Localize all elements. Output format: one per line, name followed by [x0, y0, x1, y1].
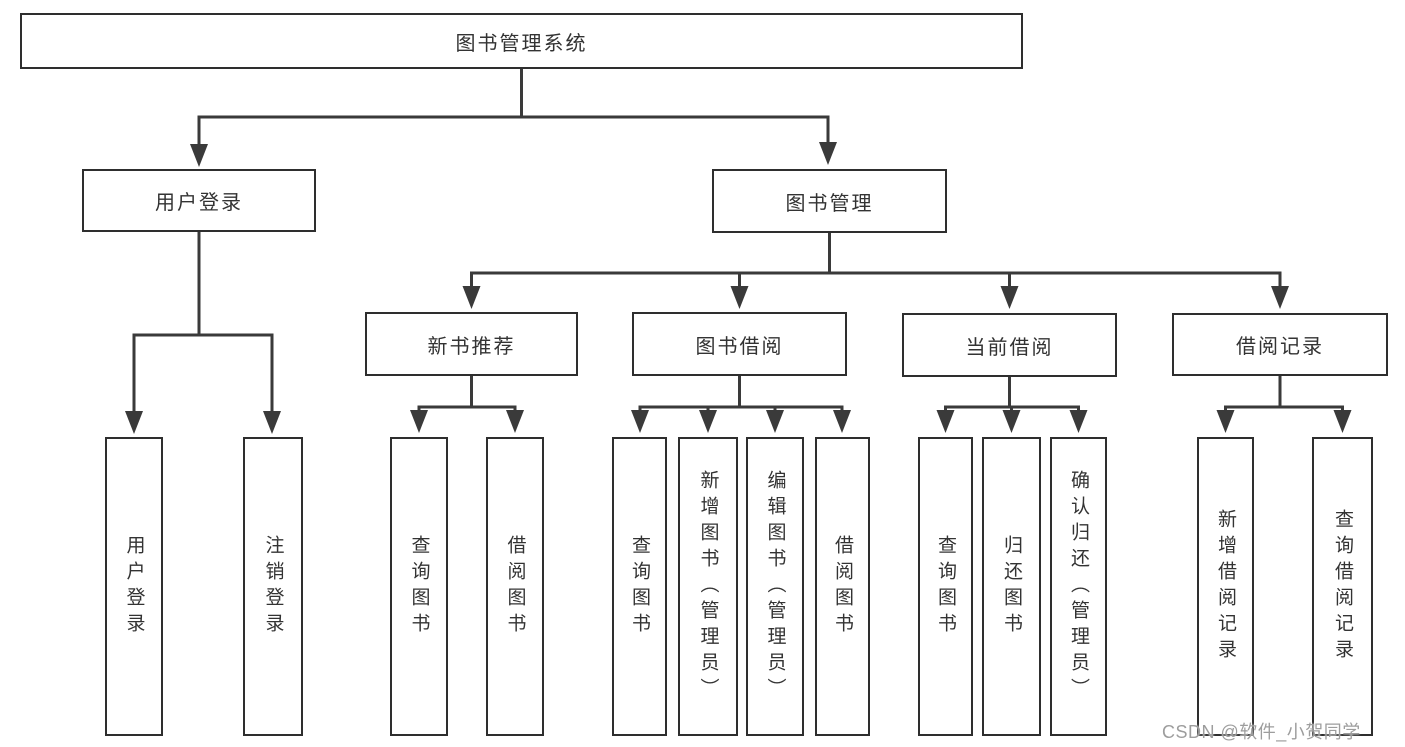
node-current-borrowing: 当前借阅 [902, 313, 1117, 377]
node-label: 图书借阅 [695, 335, 784, 358]
node-label: 归还图书 [1001, 534, 1022, 639]
node-new-book-recommendation: 新书推荐 [365, 312, 578, 376]
node-book-borrowing: 图书借阅 [632, 312, 847, 376]
node-user-login: 用户登录 [82, 169, 316, 232]
leaf-query-borrow-record: 查询借阅记录 [1312, 437, 1373, 736]
leaf-query-books-borrowing: 查询图书 [612, 437, 667, 736]
node-label: 图书管理系统 [455, 32, 588, 55]
node-label: 编辑图书（管理员） [764, 469, 786, 704]
node-label: 查询借阅记录 [1332, 508, 1353, 665]
node-label: 查询图书 [408, 534, 430, 639]
node-label: 新书推荐 [427, 335, 516, 358]
leaf-logout: 注销登录 [243, 437, 303, 736]
node-label: 图书管理 [785, 192, 874, 215]
leaf-edit-book-admin: 编辑图书（管理员） [746, 437, 804, 736]
node-label: 借阅图书 [504, 534, 526, 639]
node-label: 用户登录 [123, 534, 145, 639]
leaf-add-book-admin: 新增图书（管理员） [678, 437, 738, 736]
leaf-confirm-return-admin: 确认归还（管理员） [1050, 437, 1107, 736]
leaf-return-book: 归还图书 [982, 437, 1041, 736]
leaf-borrow-books: 借阅图书 [815, 437, 870, 736]
leaf-query-books-recommend: 查询图书 [390, 437, 448, 736]
leaf-query-books-current: 查询图书 [918, 437, 973, 736]
csdn-watermark: CSDN @软件_小贺同学 [1162, 722, 1361, 742]
node-label: 注销登录 [262, 534, 284, 639]
node-label: 查询图书 [629, 534, 650, 639]
node-label: 新增图书（管理员） [697, 469, 719, 704]
node-label: 用户登录 [155, 192, 243, 214]
node-label: 借阅图书 [832, 534, 853, 639]
node-label: 借阅记录 [1236, 336, 1324, 358]
node-borrowing-records: 借阅记录 [1172, 313, 1388, 376]
node-label: 查询图书 [935, 534, 956, 639]
leaf-user-login: 用户登录 [105, 437, 163, 736]
node-label: 新增借阅记录 [1215, 508, 1236, 665]
leaf-borrow-books-recommend: 借阅图书 [486, 437, 544, 736]
leaf-add-borrow-record: 新增借阅记录 [1197, 437, 1254, 736]
node-label: 确认归还（管理员） [1068, 469, 1089, 704]
node-library-management-system: 图书管理系统 [20, 13, 1023, 69]
node-book-management: 图书管理 [712, 169, 947, 233]
node-label: 当前借阅 [965, 336, 1054, 359]
